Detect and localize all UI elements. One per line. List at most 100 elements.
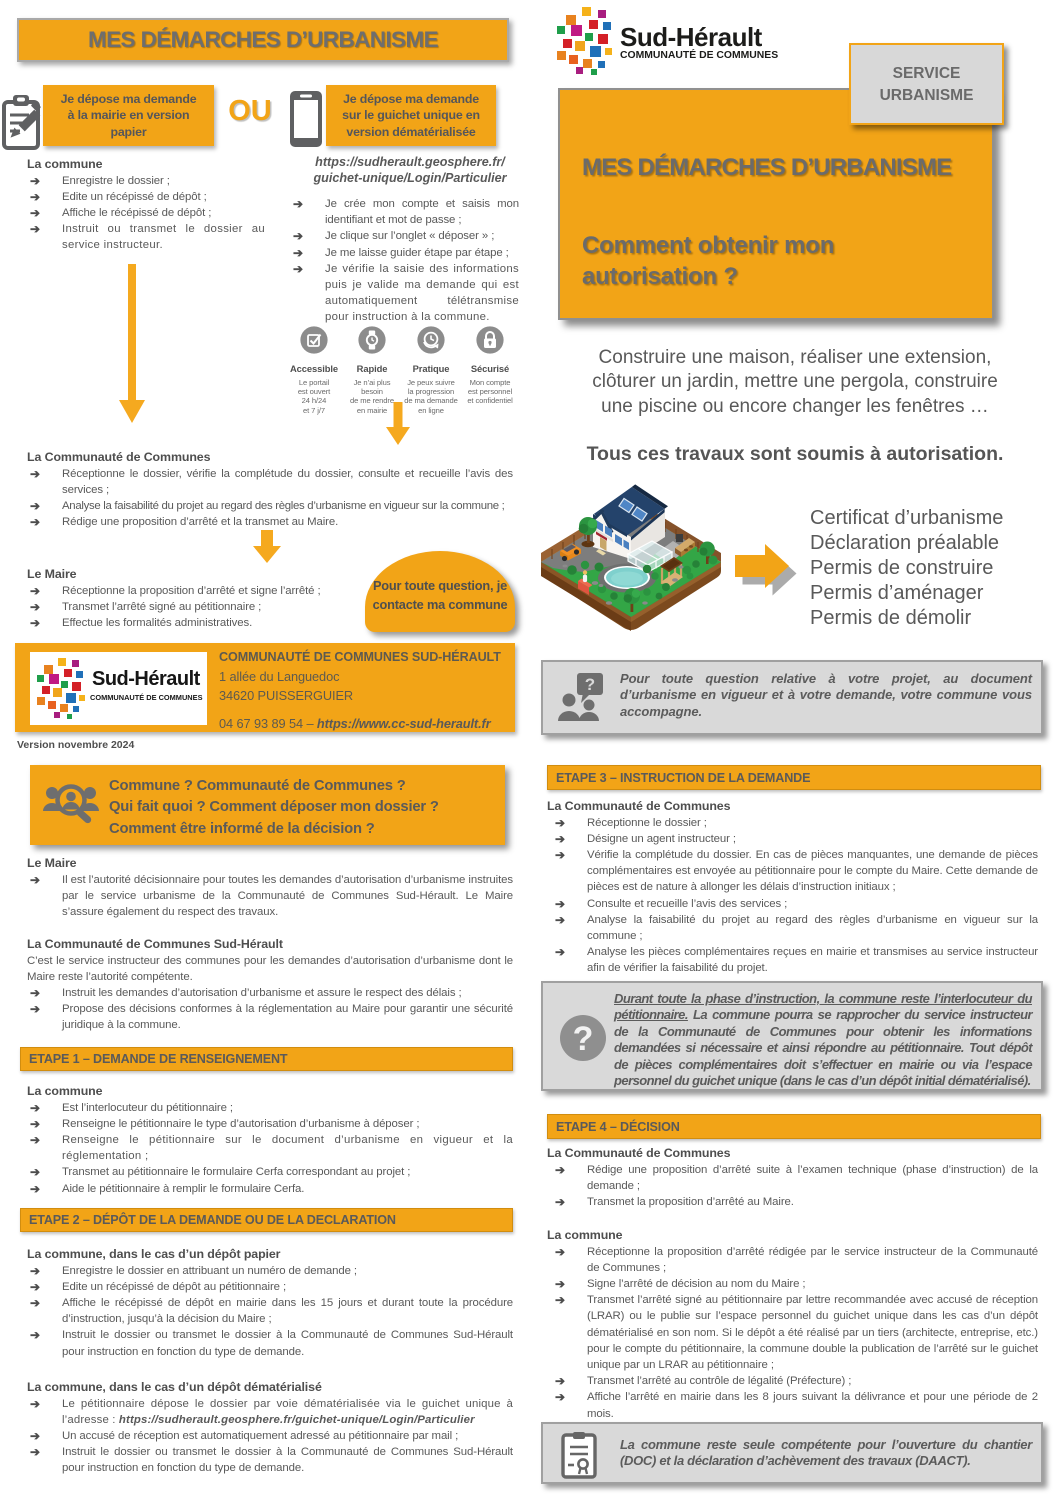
house-illustration (541, 484, 721, 631)
version-label: Version novembre 2024 (17, 739, 135, 751)
list-item-text: Un accusé de réception est automatiqueme… (62, 1429, 459, 1442)
section-heading: La commune, dans le cas d’un dépôt démat… (27, 1380, 322, 1394)
portal-url-line1: https://sudherault.geosphere.fr/ (315, 155, 505, 169)
service-badge-line1: SERVICE (892, 65, 961, 82)
note-instruction-rest: La commune pourra se rapprocher du servi… (614, 1007, 1033, 1089)
svg-text:?: ? (585, 675, 595, 694)
list-item: ➔Analyse la faisabilité du projet au reg… (27, 498, 513, 514)
checkbox-icon (300, 326, 328, 354)
permit-item: Déclaration préalable (810, 532, 1000, 554)
etape4-cdc-section: La Communauté de Communes ➔Rédige une pr… (547, 1145, 1038, 1210)
maire-role-section: Le Maire ➔Il est l’autorité décisionnair… (27, 855, 513, 920)
etape2-papier-section: La commune, dans le cas d’un dépôt papie… (27, 1246, 513, 1360)
person-icon (582, 570, 588, 583)
note-instruction: ? Durant toute la phase d’instruction, l… (541, 981, 1043, 1091)
list-item: ➔Je crée mon compte et saisis mon identi… (293, 196, 519, 228)
list-item-text: Transmet l’arrêté signé au pétitionnaire… (62, 600, 262, 613)
hero-box: MES DÉMARCHES D’URBANISME Comment obteni… (558, 88, 994, 320)
arrow-bullet: ➔ (555, 912, 565, 927)
section-heading: La Communauté de Communes Sud-Hérault (27, 937, 283, 951)
features-row: Accessible Le portail est ouvert 24 h/24… (284, 326, 518, 415)
clock-arrow-icon (417, 326, 445, 354)
people-question-icon: ? (558, 673, 603, 721)
list-item: ➔Il est l’autorité décisionnaire pour to… (27, 872, 513, 921)
subject-line: Tous ces travaux sont soumis à autorisat… (586, 443, 1004, 465)
list-item-text: Transmet la proposition d’arrêté au Mair… (587, 1195, 794, 1208)
list-item: ➔Transmet l’arrêté signé au pétitionnair… (27, 599, 362, 615)
list-item-text: Instruit le dossier ou transmet le dossi… (62, 1446, 513, 1475)
list-item: ➔Désigne un agent instructeur ; (547, 831, 1038, 847)
arrow-bullet: ➔ (30, 1002, 40, 1017)
arrow-bullet: ➔ (30, 1328, 40, 1343)
list-item-text: Désigne un agent instructeur ; (587, 832, 736, 845)
feature-caption: Le portail est ouvert 24 h/24 et 7 j/7 (297, 378, 331, 415)
etape3-bar: ETAPE 3 – INSTRUCTION DE LA DEMANDE (547, 765, 1041, 790)
list-item: ➔ Analyse les pièces complémentaires reçu… (547, 944, 1038, 976)
who-line: Comment être informé de la décision ? (109, 820, 375, 837)
paper-option-label: Je dépose ma demande à la mairie en vers… (60, 91, 197, 139)
arrow-bullet: ➔ (30, 1428, 40, 1443)
footer-phone: 04 67 93 89 54 – (219, 716, 317, 731)
list-item: ➔Instruit les demandes d’autorisation d’… (27, 985, 513, 1001)
people-magnifier-icon (43, 784, 99, 824)
arrow-bullet: ➔ (555, 945, 565, 960)
section-heading: La Communauté de Communes (547, 1146, 731, 1160)
arrow-bullet: ➔ (30, 583, 40, 598)
intro-line: une piscine ou encore changer les fenêtr… (601, 395, 989, 417)
list-item: ➔Réceptionne le dossier, vérifie la comp… (27, 466, 513, 498)
list-item: ➔Affiche le récépissé de dépôt en mairie… (27, 1295, 513, 1327)
list-item-text: Signe l’arrêté de décision au nom du Mai… (587, 1277, 806, 1290)
list-item-text: Aide le pétitionnaire à remplir le formu… (62, 1182, 305, 1195)
note-doc-daact: La commune reste seule compétente pour l… (541, 1422, 1043, 1484)
permit-item: Permis de démolir (810, 607, 972, 629)
feature-label: Sécurisé (470, 363, 510, 374)
list-item: ➔Le pétitionnaire dépose le dossier par … (27, 1396, 513, 1428)
list-item: ➔Est l’interlocuteur du pétitionnaire ; (27, 1100, 513, 1116)
greenhouse-icon (626, 540, 674, 574)
cdc-role-intro: C’est le service instructeur des commune… (27, 954, 513, 983)
arrow-bullet: ➔ (555, 1276, 565, 1291)
who-line: Commune ? Communauté de Communes ? (109, 778, 406, 794)
etape3-section: La Communauté de Communes ➔Réceptionne l… (547, 798, 1038, 977)
main-title: MES DÉMARCHES D’URBANISME (87, 27, 439, 52)
permits-list: Certificat d’urbanisme Déclaration préal… (810, 506, 1003, 631)
down-arrow-mid (253, 530, 281, 563)
arrow-bullet: ➔ (30, 1165, 40, 1180)
list-item: ➔Réceptionne la proposition d’arrêté réd… (547, 1244, 1038, 1276)
list-item: ➔Instruit le dossier ou transmet le doss… (27, 1327, 513, 1359)
feature-label: Rapide (356, 363, 388, 374)
list-item-text: Transmet l’arrêté au contrôle de légalit… (587, 1375, 852, 1388)
list-item-text: Analyse les pièces complémentaires reçue… (587, 946, 1038, 975)
feature-label: Pratique (412, 363, 450, 374)
list-item: ➔Réceptionne la proposition d’arrêté et … (27, 583, 362, 599)
who-box: Commune ? Communauté de Communes ? Qui f… (30, 765, 505, 845)
list-item: ➔Instruit ou transmet le dossier au serv… (27, 221, 265, 253)
section-heading: La commune, dans le cas d’un dépôt papie… (27, 1247, 281, 1261)
permit-item: Certificat d’urbanisme (810, 507, 1004, 529)
outdoor-kitchen-icon (675, 534, 695, 557)
certificate-icon (561, 1432, 597, 1479)
section-heading: La Communauté de Communes (27, 450, 211, 464)
footer-site: https://www.cc-sud-herault.fr (316, 716, 491, 731)
arrow-bullet: ➔ (30, 1396, 40, 1411)
list-item-text: Enregistre le dossier ; (62, 174, 170, 187)
arrow-bullet: ➔ (30, 1263, 40, 1278)
arrow-bullet: ➔ (30, 189, 40, 204)
list-item-text: Réceptionne le dossier, vérifie la compl… (62, 467, 513, 496)
contact-bubble-text: Pour toute question, je contacte ma comm… (372, 578, 508, 612)
portal-url: https://sudherault.geosphere.fr/ guichet… (296, 155, 524, 186)
planter-icon (578, 578, 593, 595)
list-item: ➔Renseigne le pétitionnaire sur le docum… (27, 1132, 513, 1164)
etape2-bar: ETAPE 2 – DÉPÔT DE LA DEMANDE OU DE LA D… (20, 1208, 513, 1232)
list-item: ➔Rédige une proposition d’arrêté et la t… (27, 514, 513, 530)
arrow-bullet: ➔ (30, 498, 40, 513)
permit-item: Permis d’aménager (810, 582, 984, 604)
list-item: ➔Transmet l’arrêté signé au pétitionnair… (547, 1292, 1038, 1373)
footer-address1: 1 allée du Languedoc (219, 669, 340, 684)
footer-phone-site: 04 67 93 89 54 – https://www.cc-sud-hera… (219, 716, 511, 731)
hero-subtitle-line2: autorisation ? (582, 263, 738, 290)
intro-paragraph: Construire une maison, réaliser une exte… (545, 346, 1045, 419)
list-item: ➔Vérifie la complétude du dossier. En ca… (547, 847, 1038, 896)
list-item-text: Je crée mon compte et saisis mon identif… (325, 198, 519, 227)
feature-securise: Sécurisé Mon compte est personnel et con… (462, 326, 518, 415)
